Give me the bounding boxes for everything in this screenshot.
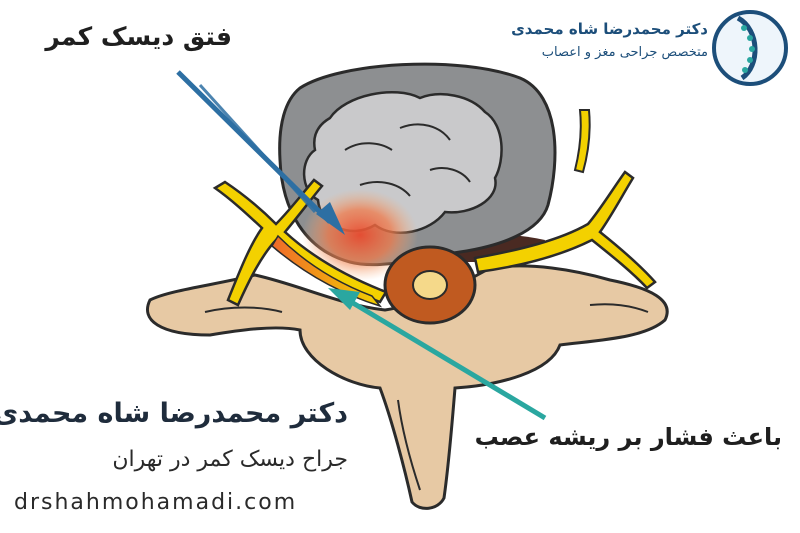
nerve-pressure-label: باعث فشار بر ریشه عصب [474, 423, 782, 451]
herniation-label: فتق دیسک کمر [45, 22, 232, 51]
brand-name: دکتر محمدرضا شاه محمدی [511, 20, 708, 38]
herniation-arrow-head [316, 202, 345, 235]
doctor-role: جراح دیسک کمر در تهران [112, 447, 348, 472]
spine-logo-icon [712, 10, 788, 86]
doctor-name: دکتر محمدرضا شاه محمدی [0, 398, 348, 429]
upper-right-nerve [573, 109, 591, 174]
nucleus-folds [344, 123, 471, 197]
left-nerve-root [212, 178, 388, 307]
right-nerve-root [473, 170, 657, 290]
pressure-arrow-line [346, 297, 547, 421]
compressed-nerve-segment [271, 234, 383, 308]
spinal-cord-core [412, 270, 448, 300]
brand-specialty: متخصص جراحی مغز و اعصاب [541, 45, 708, 60]
website-link[interactable]: drshahmohamadi.com [14, 490, 298, 515]
pressure-arrow-head [328, 288, 360, 310]
herniation-arrow-line [176, 70, 332, 224]
bone-detail [204, 303, 649, 491]
herniation-arrow-line-2 [198, 83, 317, 214]
